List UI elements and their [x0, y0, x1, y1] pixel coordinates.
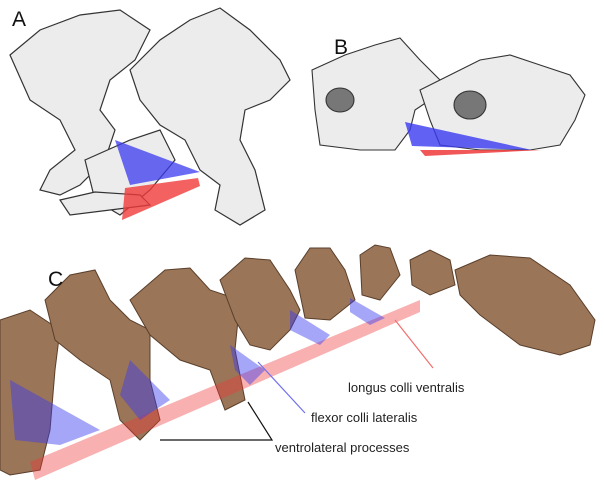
- panel-a-muscle-overlays: [115, 140, 200, 220]
- panel-b-muscle-overlays: [405, 122, 542, 156]
- label-ventrolateral-processes: ventrolateral processes: [275, 440, 410, 455]
- panel-c-muscle-overlays: [10, 298, 420, 480]
- flexor-muscle-b: [405, 122, 532, 150]
- label-flexor-colli-lateralis: flexor colli lateralis: [311, 410, 418, 425]
- panel-label-c: C: [48, 268, 64, 291]
- longus-leader-line: [394, 319, 434, 369]
- panel-label-b: B: [334, 36, 349, 59]
- flexor-leader-line: [257, 361, 306, 414]
- longus-band-c: [30, 300, 420, 480]
- panel-c-neck-photo: [0, 244, 596, 476]
- label-longus-colli-ventralis: longus colli ventralis: [348, 380, 465, 395]
- panel-label-a: A: [12, 8, 27, 31]
- flexor-muscle-a: [115, 140, 200, 185]
- longus-muscle-b: [420, 150, 542, 156]
- processes-leader-line: [160, 401, 274, 441]
- longus-muscle-a: [122, 178, 200, 220]
- panel-b-vertebrae-drawing: [311, 37, 586, 151]
